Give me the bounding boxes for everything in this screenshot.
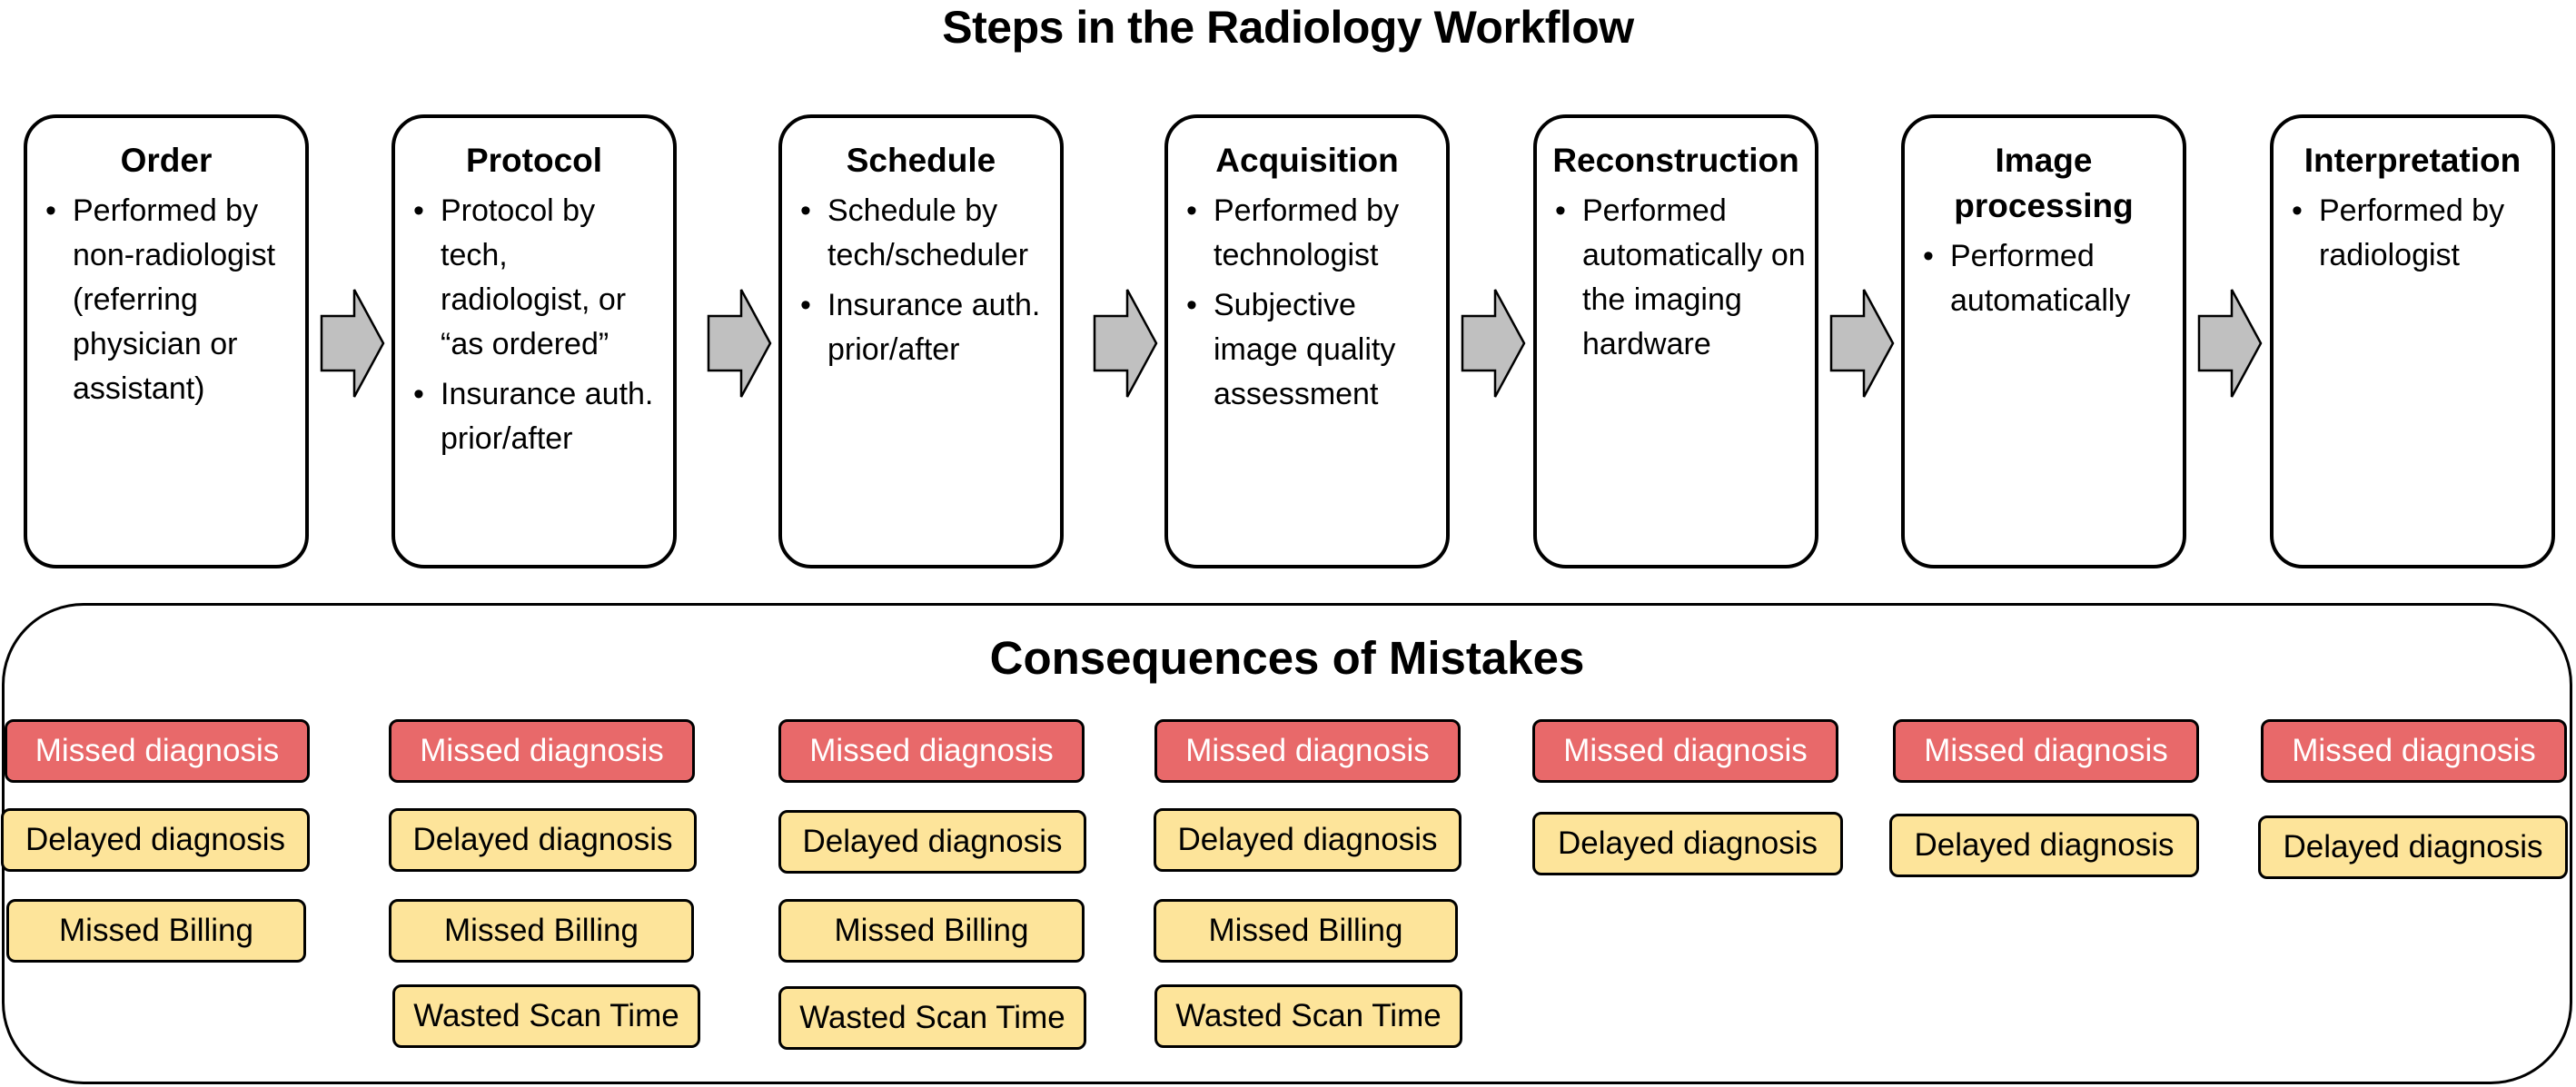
- step-bullet: Performed by radiologist: [2292, 189, 2542, 278]
- consequence-tag-delayed-diagnosis: Delayed diagnosis: [2258, 815, 2568, 879]
- consequence-tag-delayed-diagnosis: Delayed diagnosis: [1532, 812, 1843, 875]
- step-reconstruction: ReconstructionPerformed automatically on…: [1533, 114, 1818, 568]
- consequence-tag-missed-billing: Missed Billing: [6, 899, 306, 963]
- step-title: Schedule: [846, 142, 996, 179]
- step-bullet: Performed by technologist: [1186, 189, 1437, 278]
- consequence-tag-wasted-scan-time: Wasted Scan Time: [778, 986, 1086, 1050]
- consequence-tag-missed-diagnosis: Missed diagnosis: [389, 719, 695, 783]
- step-protocol: ProtocolProtocol by tech, radiologist, o…: [391, 114, 677, 568]
- step-bullet: Protocol by tech, radiologist, or “as or…: [413, 189, 664, 367]
- consequence-tag-delayed-diagnosis: Delayed diagnosis: [1154, 808, 1461, 872]
- step-title: Reconstruction: [1552, 142, 1799, 179]
- step-bullet-list: Performed automatically: [1914, 234, 2174, 323]
- step-image-processing: Image processingPerformed automatically: [1901, 114, 2186, 568]
- step-bullet-list: Performed by technologistSubjective imag…: [1177, 189, 1437, 417]
- step-schedule: ScheduleSchedule by tech/schedulerInsura…: [778, 114, 1064, 568]
- consequence-tag-delayed-diagnosis: Delayed diagnosis: [778, 810, 1086, 874]
- step-bullet: Insurance auth. prior/after: [800, 283, 1051, 372]
- step-bullet-list: Performed by radiologist: [2283, 189, 2542, 278]
- step-bullet: Performed automatically: [1923, 234, 2174, 323]
- step-bullet: Performed automatically on the imaging h…: [1555, 189, 1806, 367]
- consequence-tag-delayed-diagnosis: Delayed diagnosis: [389, 808, 697, 872]
- step-title: Image processing: [1954, 142, 2134, 224]
- consequence-tag-missed-diagnosis: Missed diagnosis: [778, 719, 1085, 783]
- step-title: Protocol: [465, 142, 603, 179]
- step-bullet: Schedule by tech/scheduler: [800, 189, 1051, 278]
- consequence-tag-missed-billing: Missed Billing: [778, 899, 1085, 963]
- step-bullet: Performed by non-radiologist (referring …: [45, 189, 296, 411]
- consequence-tag-missed-diagnosis: Missed diagnosis: [5, 719, 310, 783]
- right-arrow-icon: [2197, 289, 2263, 398]
- consequence-tag-missed-diagnosis: Missed diagnosis: [2261, 719, 2567, 783]
- right-arrow-icon: [707, 289, 772, 398]
- consequence-tag-missed-diagnosis: Missed diagnosis: [1154, 719, 1461, 783]
- consequence-tag-missed-diagnosis: Missed diagnosis: [1893, 719, 2199, 783]
- right-arrow-icon: [1093, 289, 1158, 398]
- consequence-tag-delayed-diagnosis: Delayed diagnosis: [1889, 814, 2199, 877]
- consequence-tag-wasted-scan-time: Wasted Scan Time: [392, 984, 700, 1048]
- consequence-tag-missed-diagnosis: Missed diagnosis: [1532, 719, 1838, 783]
- consequence-tag-missed-billing: Missed Billing: [1154, 899, 1458, 963]
- step-order: OrderPerformed by non-radiologist (refer…: [24, 114, 309, 568]
- step-bullet: Insurance auth. prior/after: [413, 372, 664, 461]
- step-bullet-list: Performed automatically on the imaging h…: [1546, 189, 1806, 367]
- step-bullet-list: Performed by non-radiologist (referring …: [36, 189, 296, 411]
- step-title: Interpretation: [2304, 142, 2522, 179]
- step-title: Order: [120, 142, 213, 179]
- consequence-tag-delayed-diagnosis: Delayed diagnosis: [1, 808, 310, 872]
- consequence-tag-missed-billing: Missed Billing: [389, 899, 694, 963]
- step-bullet-list: Protocol by tech, radiologist, or “as or…: [404, 189, 664, 461]
- right-arrow-icon: [320, 289, 385, 398]
- step-interpretation: InterpretationPerformed by radiologist: [2270, 114, 2555, 568]
- right-arrow-icon: [1461, 289, 1526, 398]
- consequence-tag-wasted-scan-time: Wasted Scan Time: [1154, 984, 1462, 1048]
- step-bullet-list: Schedule by tech/schedulerInsurance auth…: [791, 189, 1051, 372]
- diagram-title: Steps in the Radiology Workflow: [942, 2, 1634, 53]
- workflow-steps-row: OrderPerformed by non-radiologist (refer…: [0, 0, 2576, 581]
- step-bullet: Subjective image quality assessment: [1186, 283, 1437, 417]
- step-title: Acquisition: [1215, 142, 1399, 179]
- consequences-title: Consequences of Mistakes: [989, 632, 1585, 684]
- step-acquisition: AcquisitionPerformed by technologistSubj…: [1164, 114, 1450, 568]
- right-arrow-icon: [1829, 289, 1895, 398]
